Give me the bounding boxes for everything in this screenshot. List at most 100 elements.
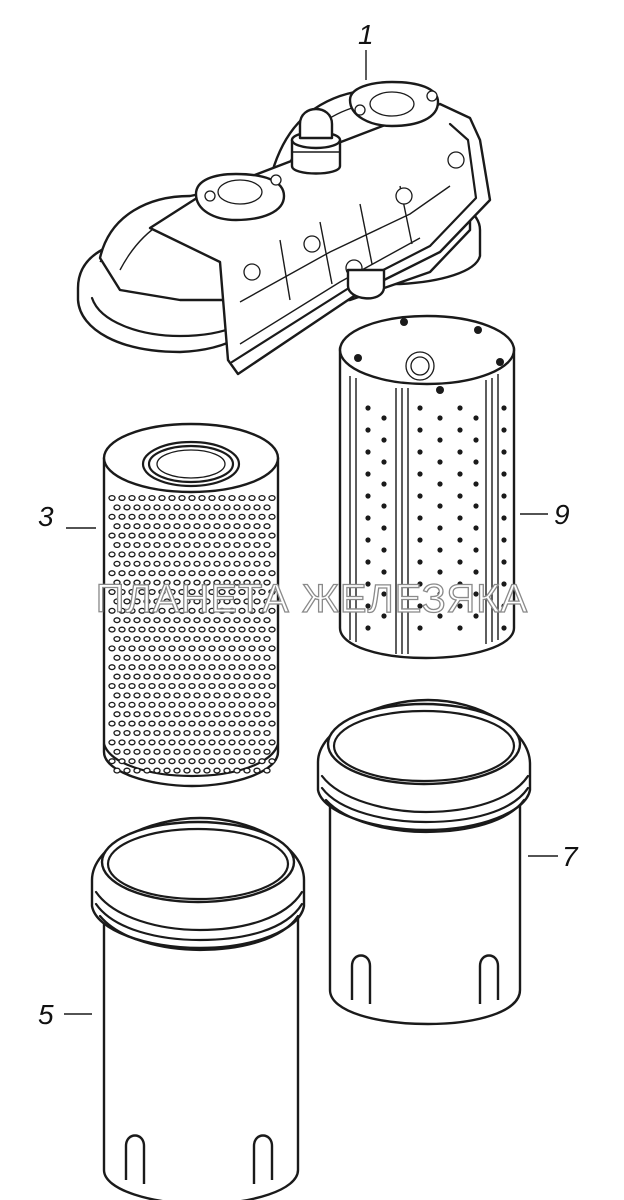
perforation-hole [158, 682, 166, 690]
perforation-hole [133, 673, 141, 680]
perforation-hole [248, 532, 256, 539]
perforation-hole [193, 767, 201, 774]
perforation-hole [123, 767, 131, 774]
perforation-hole [138, 607, 146, 614]
perforation-hole [183, 654, 191, 661]
perforation-hole [158, 513, 166, 520]
perforation-hole [173, 711, 181, 718]
perforation-hole [243, 729, 251, 737]
perforation-hole [248, 607, 256, 614]
perforation-hole [153, 579, 161, 586]
part-7-cup [316, 698, 532, 1026]
perforation-hole [253, 541, 261, 549]
perforation-hole [437, 591, 443, 597]
perforation-hole [173, 560, 181, 567]
perforation-hole [233, 617, 241, 624]
perforation-hole [233, 579, 241, 586]
perforation-hole [108, 701, 116, 708]
perforation-hole [203, 767, 211, 774]
perforation-hole [173, 767, 181, 774]
perforation-hole [457, 559, 463, 565]
perforation-hole [243, 617, 251, 624]
perforation-hole [148, 626, 156, 633]
perforation-hole [148, 551, 156, 558]
perforation-hole [365, 559, 371, 565]
perforation-hole [148, 720, 156, 727]
perforation-hole [457, 515, 463, 521]
perforation-hole [148, 739, 156, 746]
perforation-hole [213, 748, 221, 755]
perforation-hole [258, 626, 266, 633]
perforation-hole [153, 617, 161, 624]
perforation-hole [188, 513, 196, 520]
perforation-hole [233, 729, 241, 737]
perforation-hole [437, 481, 443, 487]
perforation-hole [108, 626, 116, 633]
perforation-hole [118, 532, 126, 539]
perforation-hole [253, 711, 261, 718]
perforation-hole [143, 748, 151, 755]
perforation-hole [473, 613, 479, 619]
perforation-hole [203, 729, 211, 737]
perforation-hole [203, 654, 211, 661]
perforation-hole [218, 494, 226, 502]
perforation-hole [183, 504, 191, 511]
perforation-hole [253, 635, 261, 643]
perforation-hole [203, 523, 211, 530]
perforation-hole [233, 598, 241, 605]
perforation-hole [178, 494, 186, 502]
perforation-hole [263, 504, 271, 511]
perforation-hole [501, 559, 507, 565]
perforation-hole [263, 692, 271, 699]
perforation-hole [228, 682, 236, 690]
perforation-hole [208, 494, 216, 502]
perforation-hole [118, 513, 126, 520]
perforation-hole [248, 739, 256, 746]
perforation-hole [113, 617, 121, 624]
perforation-hole [437, 547, 443, 553]
perforation-hole [213, 560, 221, 567]
perforation-hole [183, 579, 191, 586]
perforation-hole [178, 682, 186, 690]
perforation-hole [168, 570, 176, 577]
perforation-hole [223, 504, 231, 511]
perforation-hole [501, 471, 507, 477]
perforation-hole [218, 607, 226, 614]
perforation-hole [228, 570, 236, 577]
perforation-hole [193, 729, 201, 737]
perforation-hole [198, 720, 206, 727]
perforation-hole [243, 504, 251, 511]
perforation-hole [198, 739, 206, 746]
perforation-hole [228, 739, 236, 746]
perforation-hole [113, 523, 121, 530]
perforation-hole [213, 598, 221, 605]
perforation-hole [253, 692, 261, 699]
perforation-hole [268, 588, 276, 596]
perforation-hole [113, 711, 121, 718]
perforation-hole [148, 532, 156, 539]
perforation-hole [473, 437, 479, 443]
perforation-hole [233, 692, 241, 699]
perforation-hole [258, 701, 266, 708]
perforation-hole [268, 607, 276, 614]
perforation-hole [208, 664, 216, 671]
perforation-hole [233, 523, 241, 530]
perforation-hole [457, 603, 463, 609]
perforation-hole [178, 626, 186, 633]
perforation-hole [417, 559, 423, 565]
perforation-hole [153, 560, 161, 567]
perforation-hole [193, 654, 201, 661]
perforation-hole [228, 758, 236, 765]
perforation-hole [365, 449, 371, 455]
perforation-hole [263, 579, 271, 586]
perforation-hole [457, 449, 463, 455]
perforation-hole [365, 471, 371, 477]
perforation-hole [223, 748, 231, 755]
perforation-hole [173, 748, 181, 755]
perforation-hole [108, 664, 116, 671]
perforation-hole [258, 494, 266, 502]
perforation-hole [473, 481, 479, 487]
perforation-hole [193, 692, 201, 699]
perforation-hole [163, 523, 171, 530]
perforation-hole [133, 767, 141, 774]
